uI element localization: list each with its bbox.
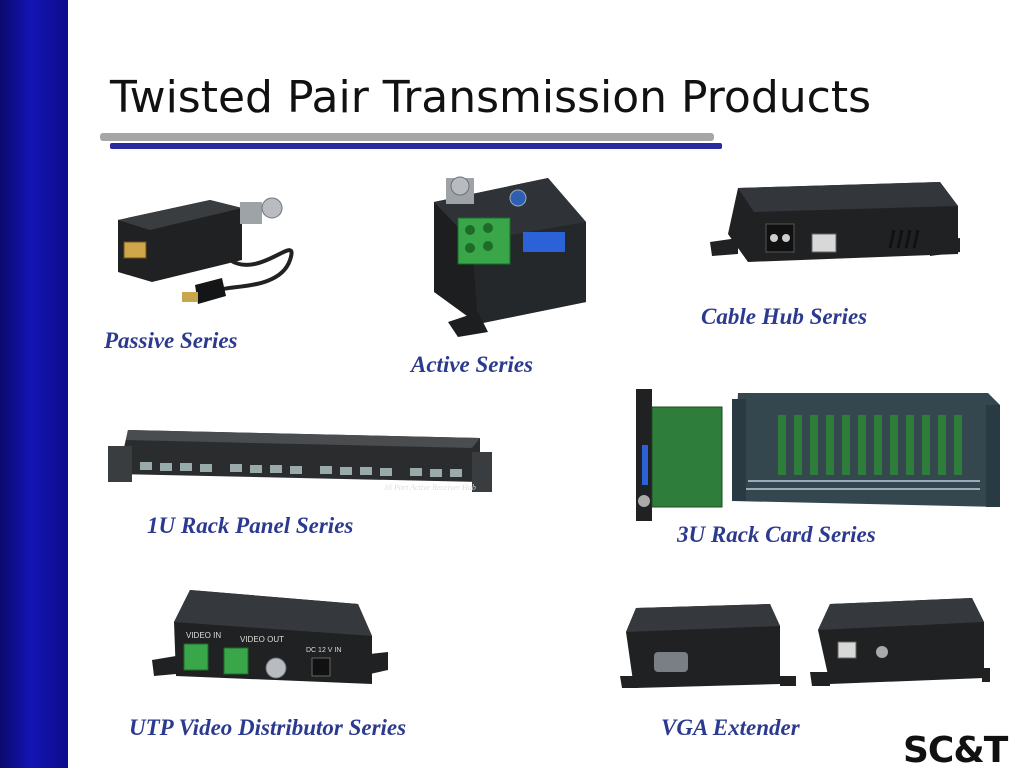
product-label-rack-1u: 1U Rack Panel Series	[147, 513, 354, 538]
product-label-passive: Passive Series	[104, 328, 238, 353]
distributor-out-marking: VIDEO OUT	[240, 635, 284, 644]
sct-logo: SC&T	[903, 730, 1008, 771]
slide-title: Twisted Pair Transmission Products	[110, 72, 871, 123]
product-label-cable-hub: Cable Hub Series	[701, 304, 868, 329]
distributor-power-marking: DC 12 V IN	[306, 647, 341, 654]
rack-panel-1u-image: 16 Port Active Receiver Hub	[108, 430, 492, 492]
product-label-active: Active Series	[411, 352, 533, 377]
title-rule-gray	[100, 133, 714, 141]
sidebar-band	[0, 0, 68, 768]
vga-extender-image	[620, 598, 990, 688]
distributor-in-marking: VIDEO IN	[186, 631, 221, 640]
rack-panel-marking: 16 Port Active Receiver Hub	[384, 483, 476, 492]
video-distributor-image: VIDEO IN VIDEO OUT DC 12 V IN	[152, 590, 388, 684]
rack-card-3u-image	[636, 389, 1000, 521]
active-balun-image	[434, 176, 586, 337]
product-label-vga-extender: VGA Extender	[661, 715, 800, 740]
product-label-rack-3u: 3U Rack Card Series	[677, 522, 876, 547]
passive-balun-image	[118, 197, 294, 304]
product-label-utp-distributor: UTP Video Distributor Series	[129, 715, 407, 740]
title-rule-blue	[110, 143, 722, 149]
logo-text: SC&T	[903, 730, 1008, 771]
cable-hub-image	[710, 182, 960, 262]
